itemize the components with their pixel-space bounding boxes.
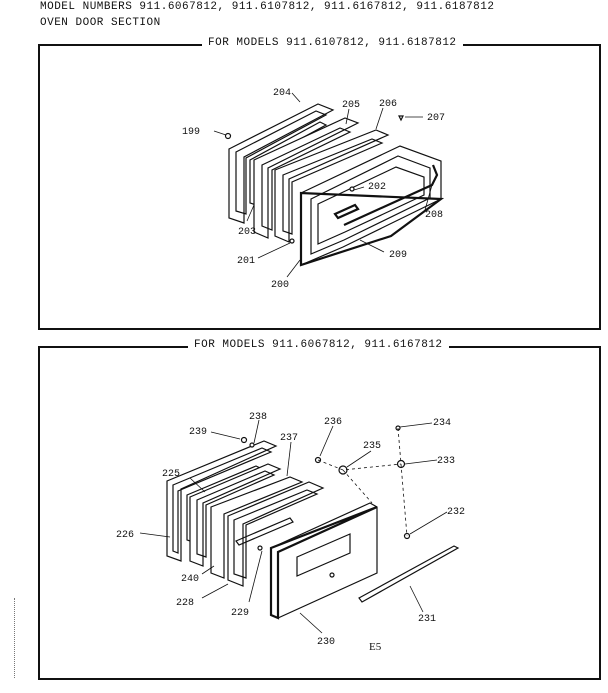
part-label-240: 240	[181, 574, 199, 585]
part-label-200: 200	[271, 280, 289, 291]
inner-panel-bottom	[210, 476, 304, 579]
part-label-225: 225	[162, 469, 180, 480]
part-label-230: 230	[317, 637, 335, 648]
top-door-assembly: 199 200 201 202 203 204 205 206 207 208 …	[182, 88, 445, 291]
part-label-208: 208	[425, 210, 443, 221]
part-label-235: 235	[363, 441, 381, 452]
part-label-238: 238	[249, 412, 267, 423]
inner-glass-bottom	[227, 481, 325, 587]
part-label-233: 233	[437, 456, 455, 467]
part-label-231: 231	[418, 614, 436, 625]
part-label-203: 203	[238, 227, 256, 238]
panel-top-title: FOR MODELS 911.6107812, 911.6187812	[202, 37, 463, 49]
door-liner-bottom	[166, 440, 278, 562]
part-label-234: 234	[433, 418, 451, 429]
part-label-236: 236	[324, 417, 342, 428]
part-label-228: 228	[176, 598, 194, 609]
part-label-204: 204	[273, 88, 291, 99]
part-label-199: 199	[182, 127, 200, 138]
door-handle-bottom	[358, 545, 460, 603]
part-label-206: 206	[379, 99, 397, 110]
margin-mark	[14, 598, 16, 678]
part-label-226: 226	[116, 530, 134, 541]
door-insulation	[253, 117, 360, 239]
door-liner	[228, 103, 335, 224]
panel-bottom-title: FOR MODELS 911.6067812, 911.6167812	[188, 339, 449, 351]
part-label-237: 237	[280, 433, 298, 444]
part-label-202: 202	[368, 182, 386, 193]
part-label-209: 209	[389, 250, 407, 261]
door-insulation-bottom	[189, 463, 282, 567]
model-numbers-heading: MODEL NUMBERS 911.6067812, 911.6107812, …	[40, 1, 495, 13]
section-title: OVEN DOOR SECTION	[40, 17, 161, 29]
part-label-232: 232	[447, 507, 465, 518]
part-label-229: 229	[231, 608, 249, 619]
part-label-207: 207	[427, 113, 445, 124]
bottom-door-assembly: 239 238 237 236 235 234 233 232 225 226 …	[116, 412, 465, 648]
diagram-panel-top: FOR MODELS 911.6107812, 911.6187812	[38, 37, 601, 330]
part-label-239: 239	[189, 427, 207, 438]
inner-glass	[274, 129, 390, 243]
part-label-205: 205	[342, 100, 360, 111]
figure-code: E5	[369, 641, 382, 653]
diagram-panel-bottom: FOR MODELS 911.6067812, 911.6167812	[38, 339, 601, 680]
part-label-201: 201	[237, 256, 255, 267]
